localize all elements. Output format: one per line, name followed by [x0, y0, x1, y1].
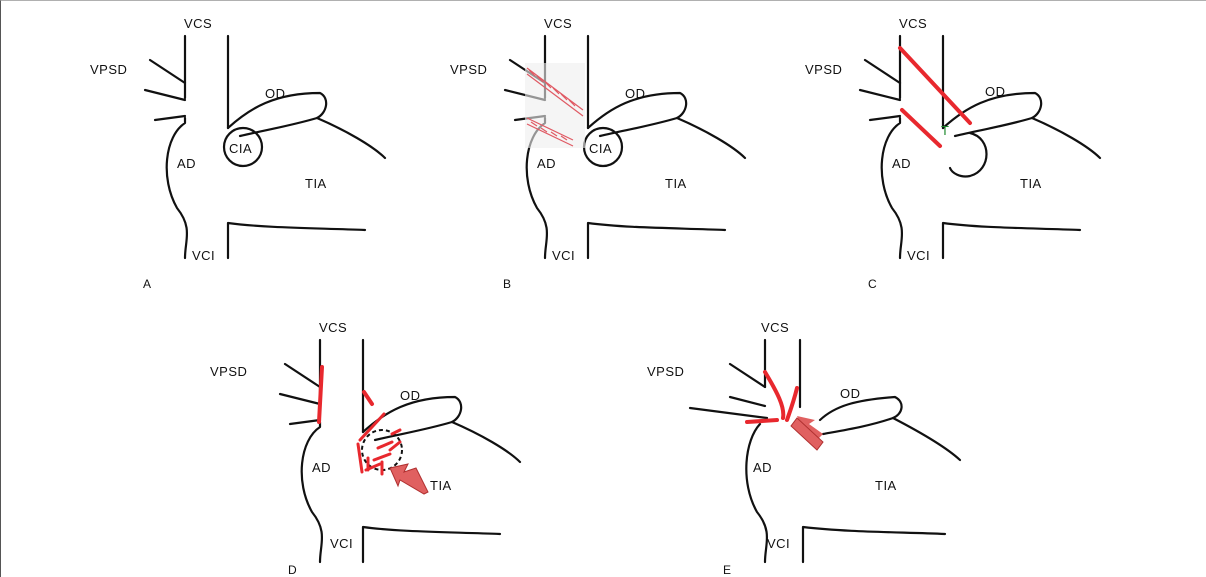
caption-d: D	[288, 563, 297, 577]
label-od: OD	[625, 86, 646, 101]
caption-b: B	[503, 277, 511, 291]
caption-c: C	[868, 277, 877, 291]
label-vcs: VCS	[544, 16, 572, 31]
label-vcs: VCS	[899, 16, 927, 31]
repair-left	[765, 372, 783, 418]
label-vci: VCI	[192, 248, 215, 263]
repair-patch-marks	[358, 414, 400, 474]
label-vcs: VCS	[319, 320, 347, 335]
label-od: OD	[985, 84, 1006, 99]
caption-a: A	[143, 277, 151, 291]
label-tia: TIA	[875, 478, 897, 493]
label-tia: TIA	[665, 176, 687, 191]
vessels	[690, 364, 767, 418]
cia-arc	[950, 133, 987, 176]
label-vci: VCI	[330, 536, 353, 551]
label-ad: AD	[753, 460, 772, 475]
repair-line-upper	[900, 48, 970, 123]
panel-d: VCS VPSD OD AD TIA VCI D	[210, 320, 520, 577]
repair-base	[747, 420, 777, 422]
panel-b: VCS VPSD OD CIA AD TIA VCI B	[450, 16, 745, 291]
label-cia: CIA	[229, 141, 252, 156]
label-od: OD	[265, 86, 286, 101]
label-vpsd: VPSD	[805, 62, 842, 77]
label-vcs: VCS	[184, 16, 212, 31]
label-ad: AD	[177, 156, 196, 171]
label-ad: AD	[537, 156, 556, 171]
label-vcs: VCS	[761, 320, 789, 335]
label-ad: AD	[312, 460, 331, 475]
label-t: T	[941, 123, 949, 138]
label-ad: AD	[892, 156, 911, 171]
repair-od-edge	[364, 392, 372, 404]
panel-a: VCS VPSD OD CIA AD TIA VCI A	[90, 16, 385, 291]
label-od: OD	[400, 388, 421, 403]
label-tia: TIA	[305, 176, 327, 191]
label-od: OD	[840, 386, 861, 401]
label-cia: CIA	[589, 141, 612, 156]
label-vci: VCI	[767, 536, 790, 551]
label-vpsd: VPSD	[90, 62, 127, 77]
label-vpsd: VPSD	[647, 364, 684, 379]
label-tia: TIA	[430, 478, 452, 493]
label-vci: VCI	[907, 248, 930, 263]
caption-e: E	[723, 563, 731, 577]
repair-right	[787, 388, 797, 420]
label-tia: TIA	[1020, 176, 1042, 191]
label-vpsd: VPSD	[450, 62, 487, 77]
label-vpsd: VPSD	[210, 364, 247, 379]
flow-arrow	[390, 464, 428, 494]
label-vci: VCI	[552, 248, 575, 263]
panel-c: VCS VPSD OD T AD TIA VCI C	[805, 16, 1100, 291]
panel-e: VCS VPSD OD AD TIA VCI E	[647, 320, 960, 577]
repair-line-lower	[902, 110, 940, 146]
